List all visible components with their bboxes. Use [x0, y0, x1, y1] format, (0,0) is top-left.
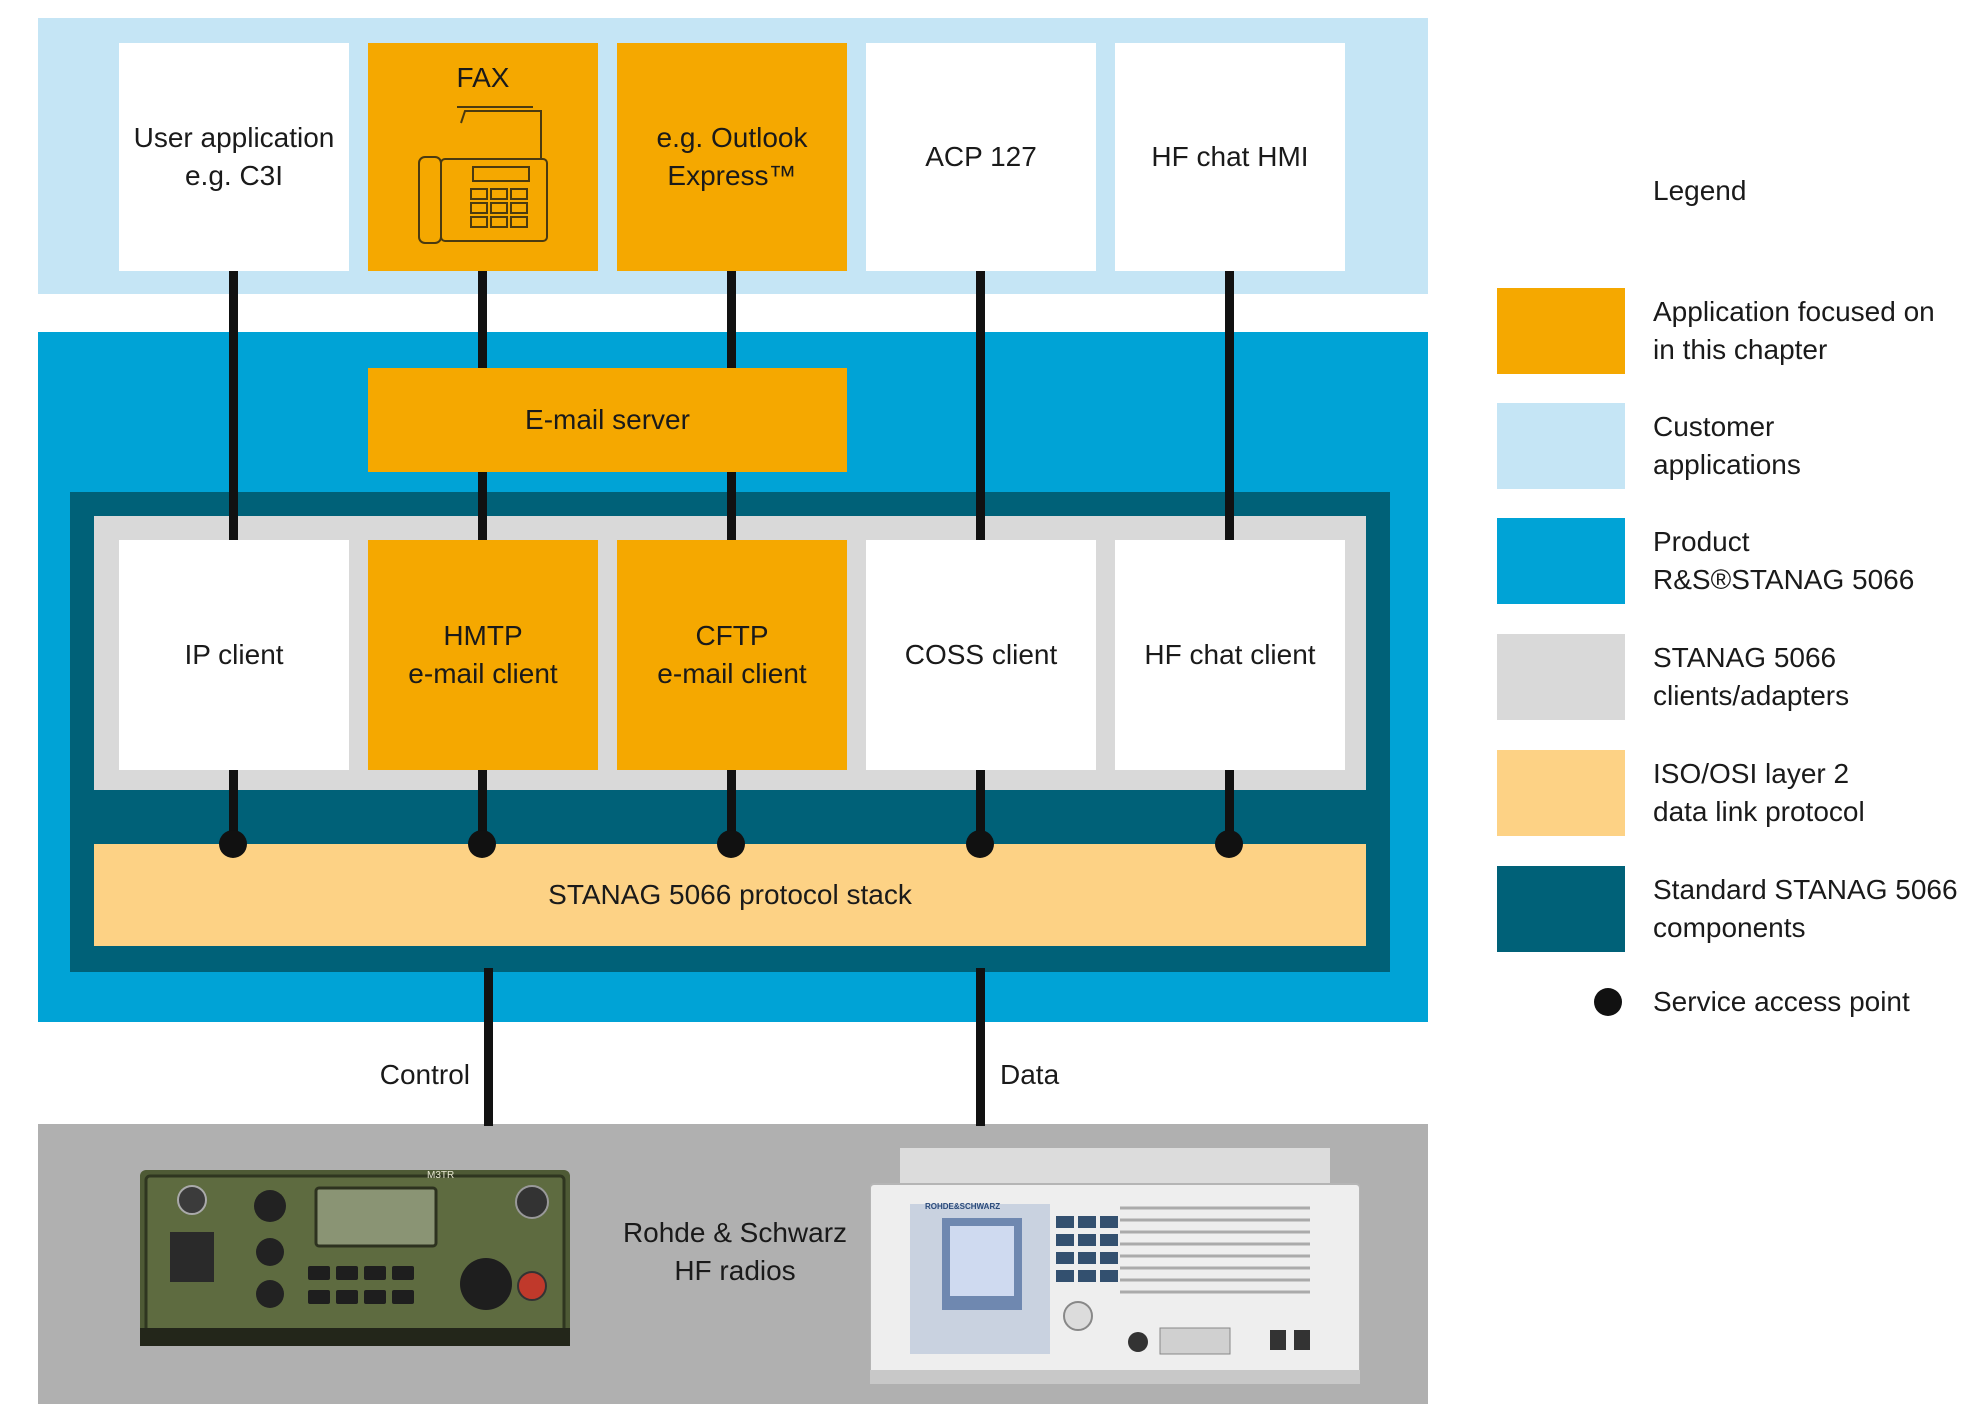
m3tr-radio-image — [140, 1170, 570, 1346]
outlook-label: e.g. Outlook Express™ — [656, 122, 808, 191]
control-label: Control — [379, 1059, 470, 1090]
legend-label-product: Product R&S®STANAG 5066 — [1653, 526, 1915, 595]
hf-chat-hmi-box: HF chat HMI — [1115, 43, 1345, 271]
protocol-stack-label: STANAG 5066 protocol stack — [548, 879, 912, 910]
sap-cftp — [717, 830, 745, 858]
legend-label-customer-apps: Customer applications — [1653, 411, 1801, 480]
fax-label: FAX — [456, 62, 510, 93]
ip-client-label: IP client — [184, 639, 284, 670]
rs-brand-label: ROHDE&SCHWARZ — [925, 1202, 1001, 1211]
hmtp-client-box: HMTP e-mail client — [368, 540, 598, 770]
sap-ip — [219, 830, 247, 858]
cftp-client-label: CFTP e-mail client — [657, 620, 807, 689]
acp127-label: ACP 127 — [925, 141, 1037, 172]
legend-swatch-standard-components — [1497, 866, 1625, 952]
hf-chat-client-box: HF chat client — [1115, 540, 1345, 770]
m3tr-brand-label: M3TR — [427, 1170, 455, 1181]
legend-swatch-product — [1497, 518, 1625, 604]
legend-label-application-focus: Application focused on in this chapter — [1653, 296, 1935, 365]
legend-service-access-point-dot — [1594, 988, 1622, 1016]
legend-swatch-customer-apps — [1497, 403, 1625, 489]
fax-machine-icon — [418, 106, 548, 244]
coss-client-label: COSS client — [904, 639, 1058, 670]
data-label: Data — [1000, 1059, 1060, 1090]
legend-label-standard-components: Standard STANAG 5066 components — [1653, 874, 1958, 943]
fax-box: FAX — [368, 43, 598, 271]
legend-swatch-application-focus — [1497, 288, 1625, 374]
email-server-box: E-mail server — [368, 368, 847, 472]
rs-hf-radio-image — [870, 1148, 1360, 1384]
legend-title: Legend — [1653, 175, 1747, 206]
protocol-stack-box: STANAG 5066 protocol stack — [94, 844, 1366, 946]
user-application-box: User application e.g. C3I — [119, 43, 349, 271]
ip-client-box: IP client — [119, 540, 349, 770]
hmtp-client-label: HMTP e-mail client — [408, 620, 558, 689]
data-line — [976, 968, 985, 1126]
hf-chat-client-label: HF chat client — [1144, 639, 1316, 670]
acp127-box: ACP 127 — [866, 43, 1096, 271]
sap-hmtp — [468, 830, 496, 858]
legend-label-service-access-point: Service access point — [1653, 986, 1910, 1017]
sap-hfchat — [1215, 830, 1243, 858]
radios-label: Rohde & Schwarz HF radios — [622, 1217, 848, 1286]
coss-client-box: COSS client — [866, 540, 1096, 770]
hf-chat-hmi-label: HF chat HMI — [1151, 141, 1309, 172]
legend-label-clients-adapters: STANAG 5066 clients/adapters — [1653, 642, 1850, 711]
email-server-label: E-mail server — [525, 404, 690, 435]
legend-swatch-clients-adapters — [1497, 634, 1625, 720]
legend-swatch-osi-layer2 — [1497, 750, 1625, 836]
legend-label-osi-layer2: ISO/OSI layer 2 data link protocol — [1653, 758, 1865, 827]
cftp-client-box: CFTP e-mail client — [617, 540, 847, 770]
user-application-label: User application e.g. C3I — [133, 122, 335, 191]
sap-coss — [966, 830, 994, 858]
outlook-box: e.g. Outlook Express™ — [617, 43, 847, 271]
control-line — [484, 968, 493, 1126]
